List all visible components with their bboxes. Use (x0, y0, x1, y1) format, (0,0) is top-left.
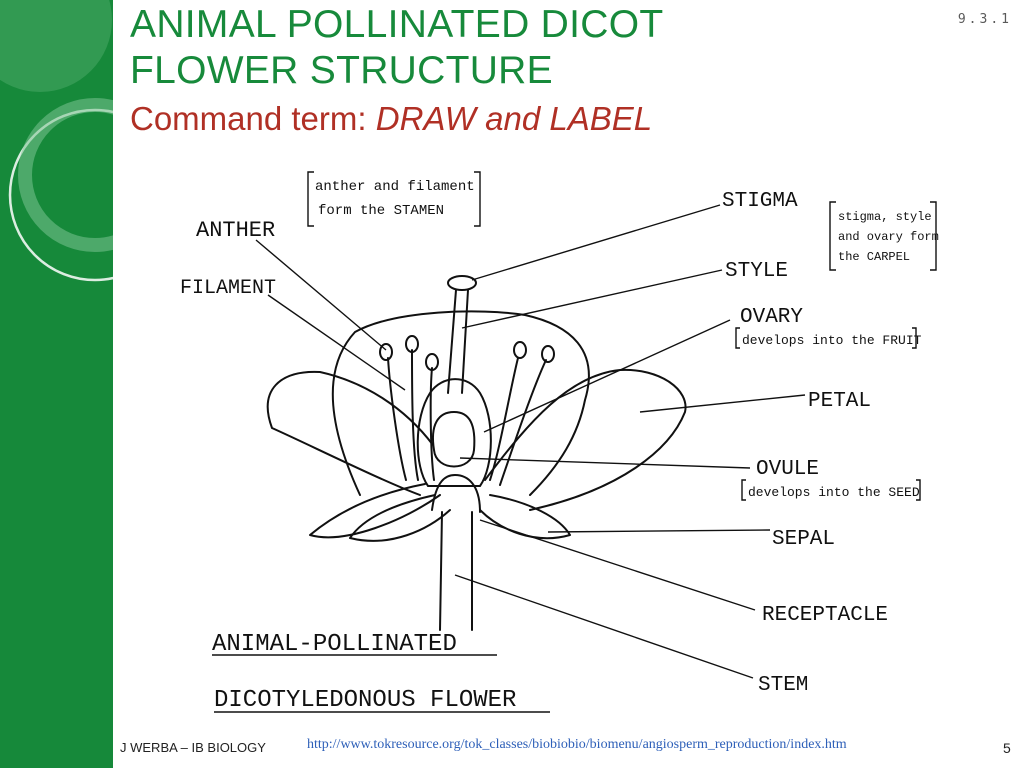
anther-4 (513, 341, 527, 359)
anther-5 (541, 345, 555, 363)
footer-source-link[interactable]: http://www.tokresource.org/tok_classes/b… (307, 737, 847, 752)
stem-left-edge (439, 511, 443, 631)
bracket-stamen-right (474, 171, 481, 227)
sepal-left (349, 494, 451, 542)
leader-anther (255, 239, 387, 351)
petal-front-left (309, 483, 441, 539)
leader-filament (267, 294, 406, 391)
sidebar-decoration (0, 0, 113, 768)
label-anther: ANTHER (196, 218, 275, 243)
leader-receptacle (479, 519, 756, 611)
section-number: 9.3.1 (957, 12, 1012, 27)
leader-style (461, 269, 723, 329)
command-emphasis: DRAW and LABEL (375, 100, 653, 137)
leader-stigma (471, 204, 721, 281)
filament-1 (387, 357, 407, 481)
note-stamen-line-1: anther and filament (315, 179, 475, 195)
anther-3 (425, 353, 439, 371)
leader-lines (255, 204, 806, 679)
decorative-circles (0, 0, 113, 282)
stigma-shape (447, 275, 477, 291)
bracket-stamen-left (307, 171, 314, 227)
title-line-1: ANIMAL POLLINATED DICOT (130, 3, 664, 46)
petal-back (331, 310, 590, 496)
label-stem: STEM (758, 674, 808, 697)
label-style: STYLE (725, 260, 788, 283)
label-petal: PETAL (808, 390, 871, 413)
leader-petal (639, 394, 806, 413)
label-ovary: OVARY (740, 306, 803, 329)
note-carpel-line-3: the CARPEL (838, 250, 910, 264)
label-stigma: STIGMA (722, 190, 798, 213)
petal-right (484, 368, 687, 511)
filament-3 (429, 367, 435, 481)
anther-2 (405, 335, 419, 353)
label-receptacle: RECEPTACLE (762, 604, 888, 627)
note-brackets (212, 171, 937, 713)
leader-ovary (483, 319, 731, 433)
filament-2 (411, 349, 419, 481)
petal-left (266, 370, 434, 496)
sepal-right (479, 494, 571, 540)
leader-ovule (459, 457, 751, 469)
label-ovule: OVULE (756, 458, 819, 481)
label-sepal: SEPAL (772, 528, 835, 551)
receptacle-shape (431, 474, 481, 513)
style-left (447, 289, 457, 394)
ovary-outer (416, 378, 492, 487)
label-ovule-note: develops into the SEED (748, 485, 920, 500)
bracket-ovary-right (912, 327, 917, 349)
leader-sepal (547, 529, 771, 533)
anther-1 (379, 343, 393, 361)
bracket-carpel-right (930, 201, 937, 271)
filament-5 (499, 359, 547, 486)
title-line-2: FLOWER STRUCTURE (130, 49, 553, 92)
bracket-ovule-left (741, 479, 746, 501)
command-prefix: Command term: (130, 100, 376, 137)
caption-line-1: ANIMAL-POLLINATED (212, 631, 457, 658)
leader-stem (454, 574, 754, 679)
command-term: Command term: DRAW and LABEL (130, 100, 652, 138)
footer-author: J WERBA – IB BIOLOGY (120, 740, 266, 755)
slide-title: ANIMAL POLLINATED DICOT FLOWER STRUCTURE (130, 2, 890, 94)
flower-diagram: anther and filament form the STAMEN ANTH… (180, 171, 939, 714)
caption-line-2: DICOTYLEDONOUS FLOWER (214, 687, 516, 714)
filament-4 (489, 357, 519, 481)
bracket-ovary-left (735, 327, 740, 349)
page-number: 5 (1003, 740, 1011, 756)
bracket-carpel-left (829, 201, 836, 271)
ovule-shape (432, 411, 476, 468)
style-right (461, 289, 469, 394)
note-stamen-line-2: form the STAMEN (318, 203, 444, 219)
flower-drawing (266, 275, 687, 631)
note-carpel-line-2: and ovary form (838, 230, 939, 244)
label-ovary-note: develops into the FRUIT (742, 333, 922, 348)
bracket-ovule-right (916, 479, 921, 501)
note-carpel-line-1: stigma, style (838, 210, 932, 224)
label-filament: FILAMENT (180, 277, 276, 300)
